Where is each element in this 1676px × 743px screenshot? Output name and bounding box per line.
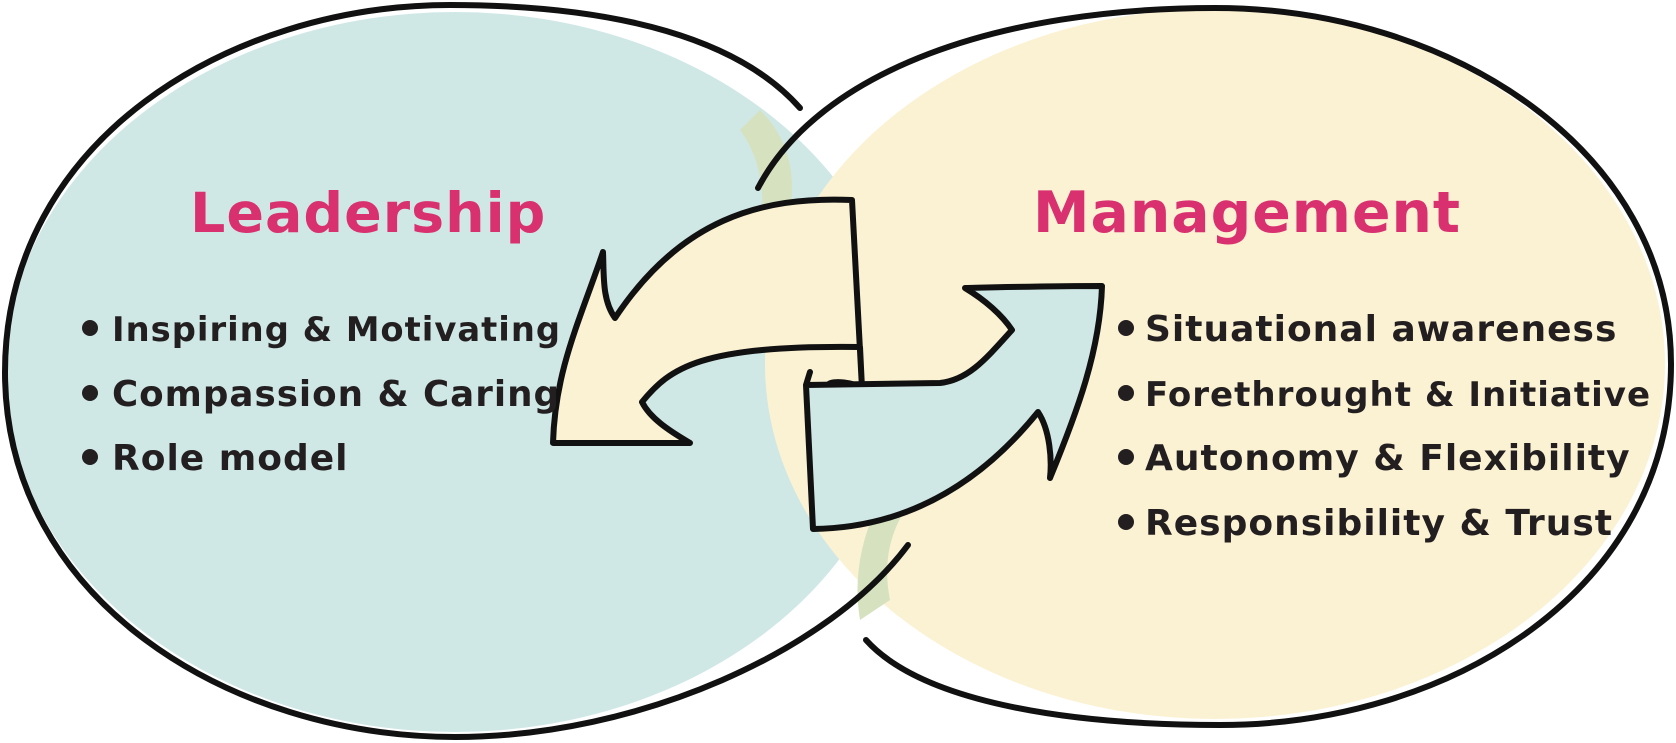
bullet-dot: [82, 449, 98, 465]
leadership-item: Compassion & Caring: [112, 374, 560, 415]
leadership-ellipse-outline: [1, 1, 911, 741]
management-item: Forethrought & Initiative: [1145, 375, 1651, 415]
leadership-title: Leadership: [190, 182, 546, 246]
management-title: Management: [1033, 180, 1461, 246]
leadership-item: Role model: [112, 438, 349, 479]
leadership-ellipse-fill: [5, 12, 905, 732]
management-item: Autonomy & Flexibility: [1145, 438, 1631, 479]
leadership-list: Inspiring & Motivating Compassion & Cari…: [82, 310, 561, 479]
management-item: Responsibility & Trust: [1145, 503, 1613, 544]
bullet-dot: [82, 385, 98, 401]
management-list: Situational awareness Forethrought & Ini…: [1118, 309, 1651, 544]
arrow-right-body: [803, 283, 1105, 532]
bullet-dot: [82, 320, 98, 336]
leadership-item: Inspiring & Motivating: [112, 310, 561, 349]
management-ellipse-outline: [755, 4, 1675, 729]
management-item: Situational awareness: [1145, 309, 1617, 350]
bullet-dot: [1118, 385, 1134, 401]
bullet-dot: [1118, 449, 1134, 465]
arrow-left-body: [550, 196, 865, 446]
bullet-dot: [1118, 320, 1134, 336]
bullet-dot: [1118, 514, 1134, 530]
management-ellipse-fill: [765, 9, 1665, 719]
